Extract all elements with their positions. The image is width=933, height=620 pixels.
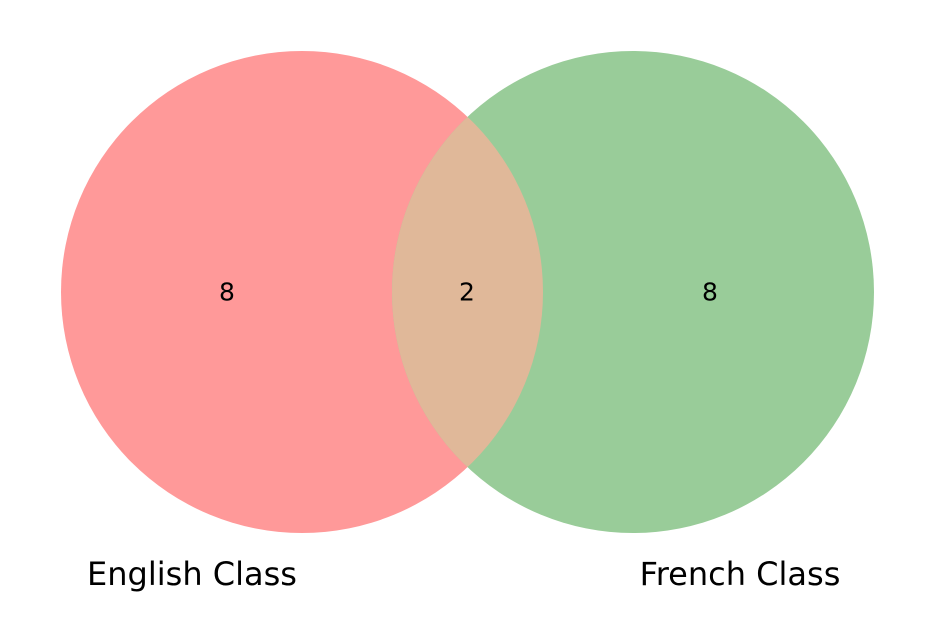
french-class-circle bbox=[392, 51, 874, 533]
english-only-count: 8 bbox=[219, 278, 235, 307]
french-only-count: 8 bbox=[702, 278, 718, 307]
english-class-circle bbox=[61, 51, 543, 533]
intersection-count: 2 bbox=[459, 278, 475, 307]
french-class-label: French Class bbox=[640, 555, 841, 593]
english-class-label: English Class bbox=[87, 555, 297, 593]
